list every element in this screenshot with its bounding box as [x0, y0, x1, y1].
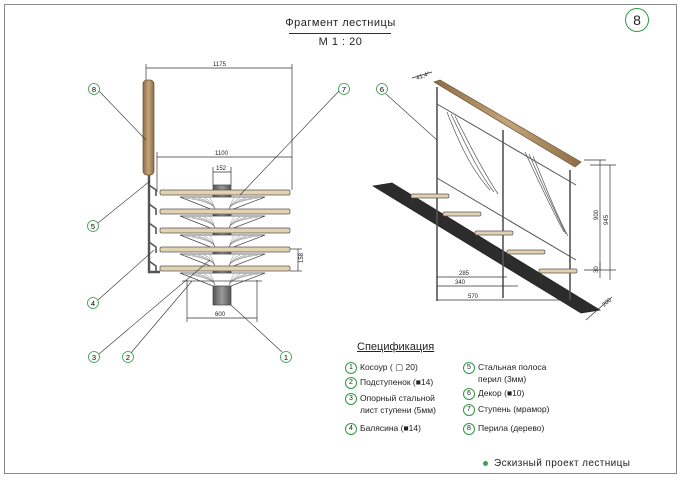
svg-text:4: 4 — [91, 299, 95, 308]
callouts: 8 7 5 4 3 2 1 6 — [87, 83, 388, 363]
front-steps — [148, 184, 291, 287]
sheet-number: 8 — [625, 8, 649, 32]
side-handrail — [433, 79, 582, 168]
callout-1: 1 — [280, 351, 292, 363]
side-step-tread — [538, 268, 578, 274]
step-tread — [159, 246, 291, 253]
handrail-bracket — [148, 203, 157, 215]
decor-curve — [228, 216, 235, 229]
callout-7: 7 — [338, 83, 350, 95]
handrail-wood — [142, 79, 155, 176]
callout-2: 2 — [122, 351, 134, 363]
svg-text:2: 2 — [126, 353, 130, 362]
dim-340: 340 — [455, 280, 466, 286]
footer-label: Эскизный проект лестницы — [494, 458, 631, 469]
dim-30: 30 — [594, 266, 600, 273]
decor-curve — [209, 254, 216, 267]
drawing-title: Фрагмент лестницы — [285, 17, 396, 29]
handrail-bracket — [148, 222, 157, 234]
decor-curve — [209, 216, 216, 229]
dim-600: 600 — [215, 312, 226, 318]
sheet-frame — [4, 4, 677, 474]
side-stringer — [372, 182, 601, 314]
callout-5: 5 — [87, 220, 99, 232]
dim-1175: 1175 — [213, 62, 227, 68]
decor-curve — [228, 235, 235, 248]
decor-curve — [228, 197, 235, 210]
side-steps — [410, 193, 578, 281]
dim-900: 900 — [594, 209, 600, 220]
project-footer: Эскизный проект лестницы — [483, 458, 630, 469]
decor-curve — [209, 235, 216, 248]
bullet-dot — [483, 460, 488, 466]
decor-curve — [209, 197, 216, 210]
front-leaders — [97, 90, 340, 355]
dim-152: 152 — [216, 166, 227, 172]
decor-curve — [228, 273, 235, 286]
callout-3: 3 — [88, 351, 100, 363]
side-view — [372, 71, 616, 321]
handrail-bracket — [148, 184, 157, 196]
callout-4: 4 — [87, 297, 99, 309]
svg-text:5: 5 — [91, 222, 95, 231]
dim-1100: 1100 — [215, 151, 229, 157]
svg-text:8: 8 — [92, 85, 96, 94]
side-step-tread — [410, 193, 450, 199]
spec-title: Спецификация — [357, 341, 435, 353]
handrail-bracket — [148, 241, 157, 253]
drawing-scale: М 1 : 20 — [318, 36, 363, 48]
dim-285: 285 — [459, 271, 470, 277]
decor-curve — [228, 254, 235, 267]
svg-text:1: 1 — [284, 353, 288, 362]
callout-8: 8 — [88, 83, 100, 95]
step-tread — [159, 208, 291, 215]
dim-158: 158 — [299, 252, 305, 263]
side-step-tread — [442, 211, 482, 217]
step-tread — [159, 265, 291, 272]
svg-text:3: 3 — [92, 353, 96, 362]
step-tread — [159, 227, 291, 234]
step-tread — [159, 189, 291, 196]
title-underline — [289, 33, 391, 34]
dim-945: 945 — [604, 214, 610, 225]
side-step-tread — [506, 249, 546, 255]
side-step-tread — [474, 230, 514, 236]
dim-570: 570 — [468, 294, 479, 300]
dimension-labels: 1175 1100 152 158 600 41,4° 285 340 570 … — [213, 62, 613, 318]
dim-200: 200 — [601, 297, 613, 308]
handrail-bracket — [148, 260, 157, 272]
svg-text:7: 7 — [342, 85, 346, 94]
svg-text:6: 6 — [380, 85, 384, 94]
dim-angle: 41,4° — [416, 71, 432, 82]
callout-6: 6 — [376, 83, 388, 95]
decor-curve — [209, 273, 216, 286]
